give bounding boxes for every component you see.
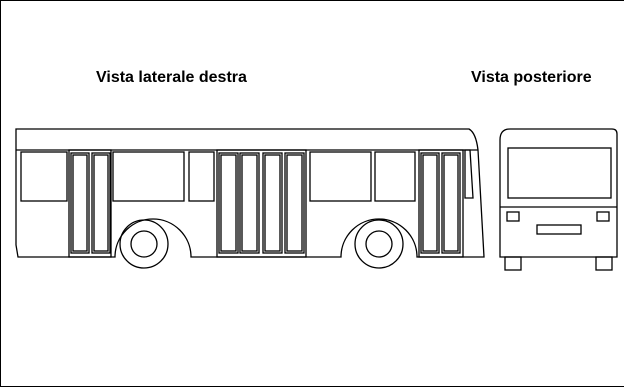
side-window — [309, 151, 372, 202]
rear-light-left — [506, 211, 520, 222]
bus-rear-view — [499, 128, 618, 271]
rear-view-title: Vista posteriore — [471, 69, 592, 86]
side-window — [188, 151, 215, 202]
rear-door — [418, 149, 464, 258]
front-wheel — [119, 219, 169, 269]
rear-wheel-right — [595, 256, 613, 271]
license-plate — [536, 224, 582, 235]
bus-rear-body — [499, 128, 618, 258]
bus-side-body — [15, 128, 485, 258]
rear-wheel — [354, 219, 404, 269]
bus-side-view — [15, 128, 485, 269]
side-window — [112, 151, 185, 202]
rear-wheel-left — [504, 256, 522, 271]
windshield-edge — [464, 149, 474, 199]
middle-door — [216, 149, 307, 258]
side-window — [374, 151, 416, 202]
side-view-title: Vista laterale destra — [96, 69, 247, 86]
side-window — [20, 151, 68, 202]
rear-light-right — [596, 211, 610, 222]
rear-window — [507, 147, 612, 199]
front-door — [68, 149, 112, 258]
